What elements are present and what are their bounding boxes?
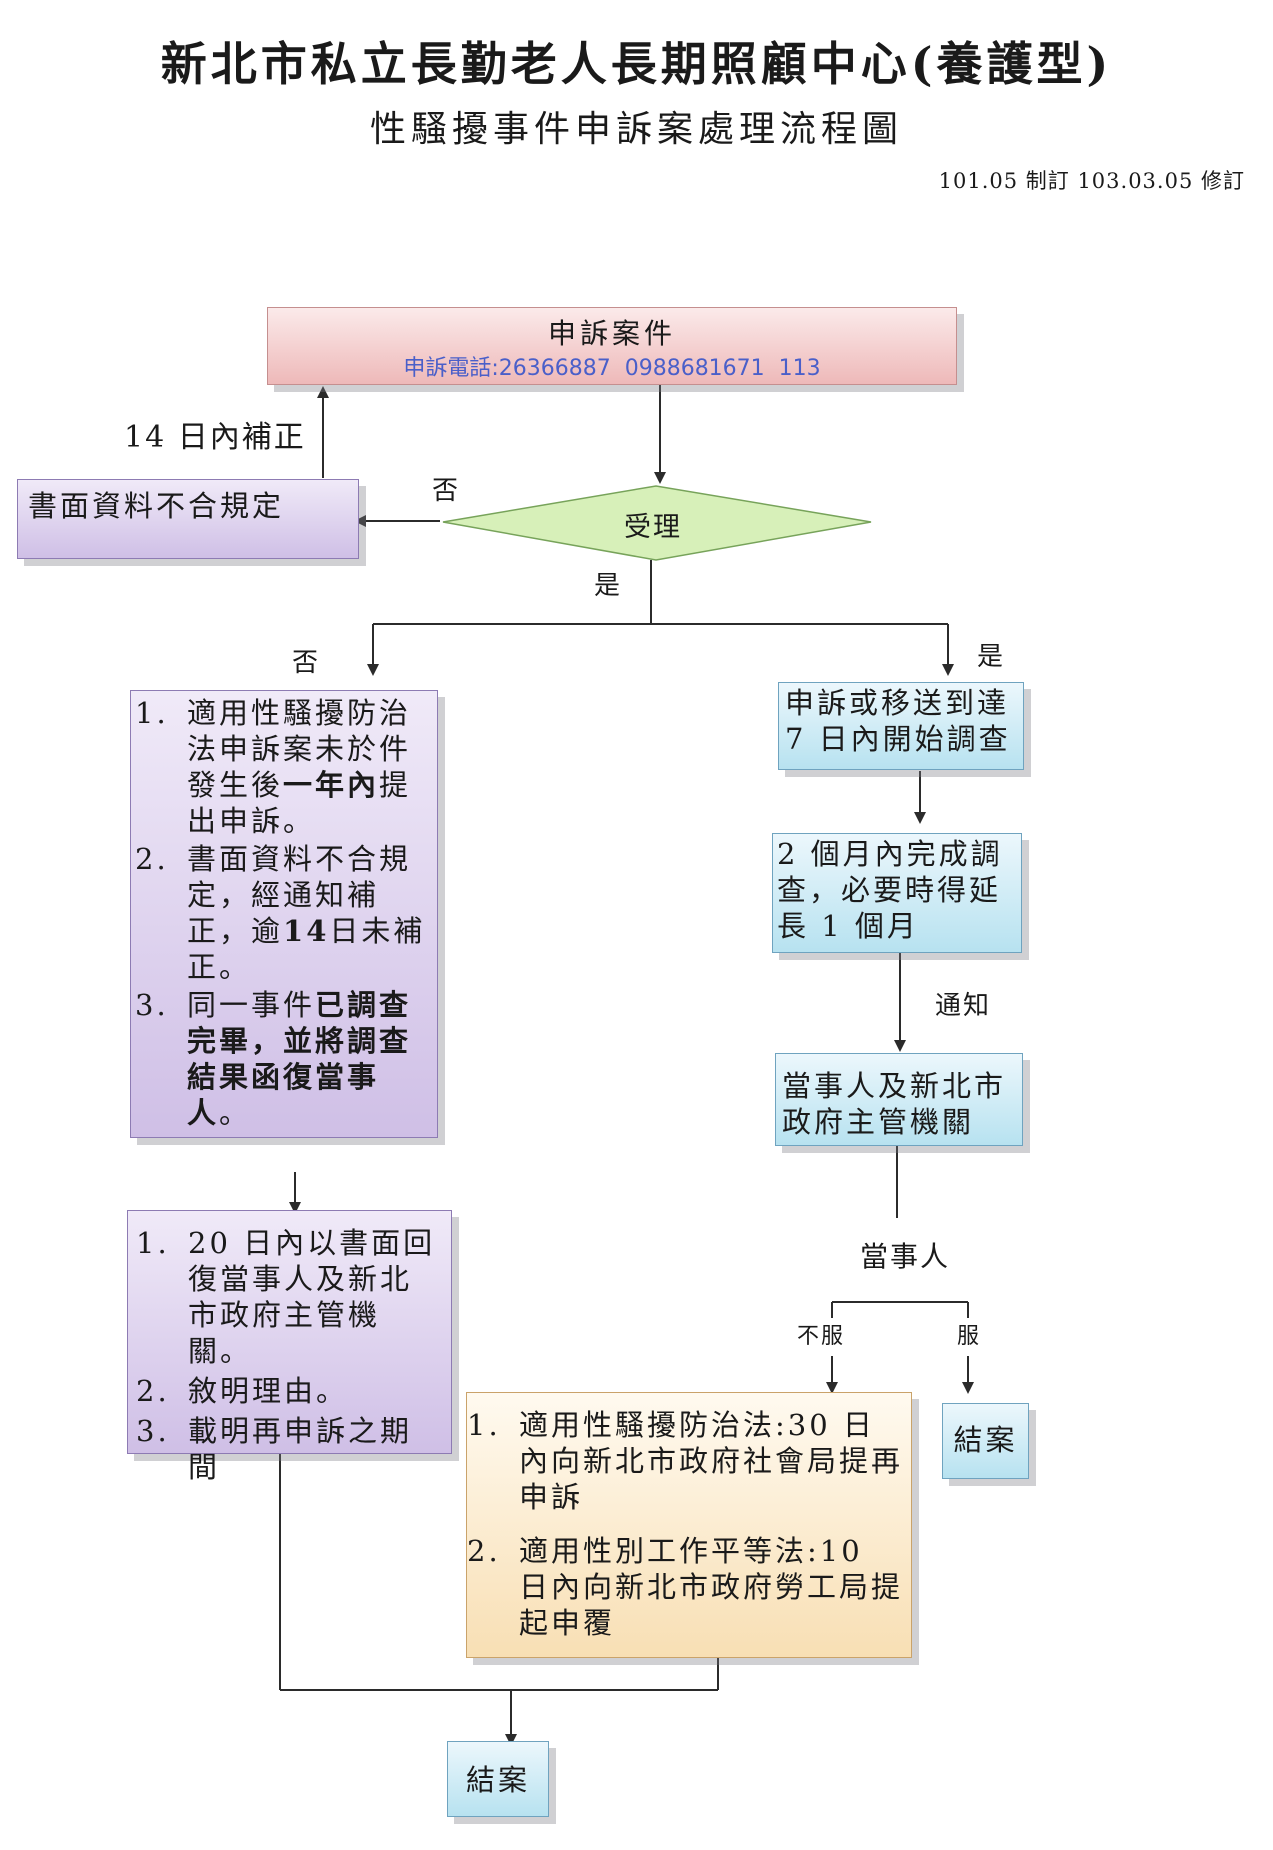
label-no-top: 否 bbox=[432, 476, 461, 506]
list-item: 1. 適用性騷擾防治法:30 日內向新北市政府社會局提再申訴 bbox=[467, 1407, 903, 1515]
label-disagree: 不服 bbox=[797, 1324, 846, 1349]
emphasis-text: 14 bbox=[283, 914, 330, 948]
close-bottom-text: 結案 bbox=[465, 1763, 530, 1797]
investigate-complete-box: 2 個月內完成調查，必要時得延長 1 個月 bbox=[772, 833, 1022, 953]
list-item: 3. 載明再申訴之期間 bbox=[136, 1413, 443, 1485]
list-item-text: 。 bbox=[219, 1096, 252, 1130]
close-right-box: 結案 bbox=[942, 1403, 1029, 1479]
list-item-text: 提出申訴。 bbox=[187, 768, 412, 838]
list-item-text: 適用性別工作平等法:10 日內向新北市政府勞工局提起申覆 bbox=[519, 1534, 904, 1640]
complaint-phone: 申訴電話:26366887 0988681671 113 bbox=[403, 356, 821, 381]
label-correct-14: 14 日內補正 bbox=[124, 420, 306, 455]
list-item-number: 2. bbox=[135, 842, 169, 876]
investigate-start-box: 申訴或移送到達 7 日內開始調查 bbox=[778, 682, 1024, 770]
label-party: 當事人 bbox=[860, 1240, 951, 1273]
page-subtitle: 性騷擾事件申訴案處理流程圖 bbox=[369, 109, 903, 150]
list-item-text: 敘明理由。 bbox=[188, 1374, 349, 1408]
list-item-number: 1. bbox=[467, 1408, 501, 1442]
list-item-number: 1. bbox=[135, 696, 169, 730]
list-item-number: 3. bbox=[136, 1414, 170, 1448]
list-item-number: 2. bbox=[136, 1374, 170, 1408]
label-agree: 服 bbox=[957, 1324, 982, 1349]
list-item-text: 日未補正。 bbox=[187, 914, 426, 984]
list-item: 1. 適用性騷擾防治法申訴案未於件發生後一年內提出申訴。 bbox=[135, 695, 427, 839]
page-title: 新北市私立長勤老人長期照顧中心(養護型) bbox=[160, 37, 1113, 91]
reply-box: 1. 20 日內以書面回復當事人及新北市政府主管機關。 2. 敘明理由。 3. 載明再申訴… bbox=[127, 1210, 452, 1484]
list-item-text: 載明再申訴之期間 bbox=[188, 1414, 413, 1484]
label-accept: 受理 bbox=[624, 512, 682, 543]
list-item-number: 1. bbox=[136, 1226, 170, 1260]
close-right-text: 結案 bbox=[953, 1423, 1018, 1457]
reply-list: 1. 20 日內以書面回復當事人及新北市政府主管機關。 2. 敘明理由。 3. 載明再申訴… bbox=[136, 1225, 443, 1485]
notify-parties-text: 當事人及新北市政府主管機關 bbox=[782, 1069, 1007, 1139]
complaint-box: 申訴案件 申訴電話:26366887 0988681671 113 bbox=[267, 307, 957, 385]
label-yes-top: 是 bbox=[594, 571, 623, 601]
list-item-text: 適用性騷擾防治法申訴案未於件發生後 bbox=[187, 696, 412, 802]
accept-diamond bbox=[442, 485, 872, 561]
reject-reasons-list: 1. 適用性騷擾防治法申訴案未於件發生後一年內提出申訴。 2. 書面資料不合規定，經通… bbox=[135, 695, 427, 1131]
list-item-text: 書面資料不合規定，經通知補正，逾 bbox=[187, 842, 412, 948]
notify-parties-box: 當事人及新北市政府主管機關 bbox=[775, 1053, 1023, 1146]
invalid-docs-box: 書面資料不合規定 bbox=[17, 479, 359, 559]
investigate-start-text: 申訴或移送到達 7 日內開始調查 bbox=[785, 686, 1011, 756]
complaint-title: 申訴案件 bbox=[547, 317, 676, 350]
list-item: 3. 同一事件已調查完畢，並將調查結果函復當事人。 bbox=[135, 987, 427, 1131]
list-item: 1. 20 日內以書面回復當事人及新北市政府主管機關。 bbox=[136, 1225, 443, 1369]
emphasis-text: 一年內 bbox=[283, 768, 380, 802]
label-yes-right: 是 bbox=[977, 642, 1006, 672]
list-item: 2. 適用性別工作平等法:10 日內向新北市政府勞工局提起申覆 bbox=[467, 1533, 903, 1641]
list-item-number: 2. bbox=[467, 1534, 501, 1568]
investigate-complete-text: 2 個月內完成調查，必要時得延長 1 個月 bbox=[777, 837, 1003, 943]
reject-reasons-box: 1. 適用性騷擾防治法申訴案未於件發生後一年內提出申訴。 2. 書面資料不合規定，經通… bbox=[130, 690, 438, 1138]
list-item-text: 適用性騷擾防治法:30 日內向新北市政府社會局提再申訴 bbox=[519, 1408, 904, 1514]
list-item-text: 20 日內以書面回復當事人及新北市政府主管機關。 bbox=[188, 1226, 436, 1368]
appeal-list: 1. 適用性騷擾防治法:30 日內向新北市政府社會局提再申訴 2. 適用性別工作平等法… bbox=[467, 1407, 903, 1641]
list-item-number: 3. bbox=[135, 988, 169, 1022]
close-bottom-box: 結案 bbox=[447, 1741, 549, 1817]
list-item-text: 同一事件 bbox=[187, 988, 316, 1022]
invalid-docs-text: 書面資料不合規定 bbox=[28, 489, 285, 523]
revision-note: 101.05 制訂 103.03.05 修訂 bbox=[938, 169, 1245, 193]
list-item: 2. 敘明理由。 bbox=[136, 1373, 443, 1409]
list-item: 2. 書面資料不合規定，經通知補正，逾14日未補正。 bbox=[135, 841, 427, 985]
label-notify: 通知 bbox=[935, 991, 992, 1021]
appeal-box: 1. 適用性騷擾防治法:30 日內向新北市政府社會局提再申訴 2. 適用性別工作平等法… bbox=[466, 1392, 912, 1658]
emphasis-text: 已調查完畢，並將調查結果函復當事人 bbox=[187, 988, 412, 1130]
label-no-left: 否 bbox=[292, 648, 321, 678]
